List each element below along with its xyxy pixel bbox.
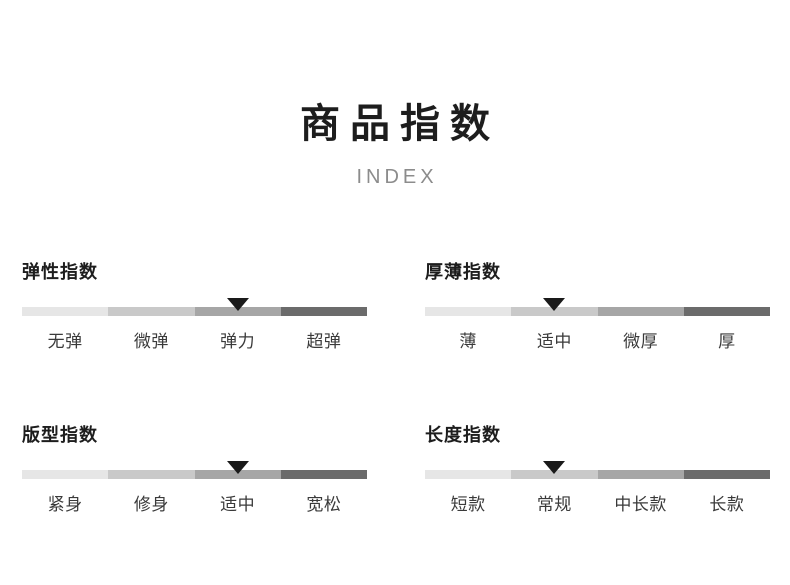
index-label: 修身 bbox=[133, 495, 169, 514]
index-title: 版型指数 bbox=[22, 425, 98, 445]
index-labels: 紧身 修身 适中 宽松 bbox=[22, 490, 367, 515]
index-label: 无弹 bbox=[47, 332, 83, 351]
index-title: 厚薄指数 bbox=[425, 262, 501, 282]
bar-segment-3 bbox=[597, 307, 684, 316]
index-label: 微弹 bbox=[133, 332, 169, 351]
index-bar bbox=[22, 307, 367, 316]
index-block-elasticity: 弹性指数 无弹 微弹 弹力 超弹 bbox=[0, 258, 395, 352]
bar-segment-1 bbox=[425, 307, 512, 316]
bar-segment-3 bbox=[194, 307, 281, 316]
index-grid: 弹性指数 无弹 微弹 弹力 超弹 bbox=[0, 258, 790, 515]
index-label: 中长款 bbox=[614, 495, 667, 514]
index-row-2: 版型指数 紧身 修身 适中 宽松 bbox=[0, 421, 790, 515]
bar-segment-3 bbox=[597, 470, 684, 479]
index-block-thickness: 厚薄指数 薄 适中 微厚 厚 bbox=[395, 258, 790, 352]
bar-segment-4 bbox=[280, 307, 367, 316]
bar-segment-1 bbox=[425, 470, 512, 479]
index-title: 弹性指数 bbox=[22, 262, 98, 282]
index-block-length: 长度指数 短款 常规 中长款 长款 bbox=[395, 421, 790, 515]
index-label: 宽松 bbox=[306, 495, 342, 514]
index-label: 适中 bbox=[536, 332, 572, 351]
bar-segment-2 bbox=[108, 307, 195, 316]
index-marker-triangle-icon bbox=[226, 298, 249, 311]
index-labels: 薄 适中 微厚 厚 bbox=[425, 327, 770, 352]
index-meter: 薄 适中 微厚 厚 bbox=[425, 298, 770, 352]
index-row-1: 弹性指数 无弹 微弹 弹力 超弹 bbox=[0, 258, 790, 352]
bar-segment-2 bbox=[511, 307, 598, 316]
index-bar bbox=[425, 470, 770, 479]
page-title: 商品指数 bbox=[300, 102, 500, 146]
bar-segment-1 bbox=[22, 470, 109, 479]
index-label: 微厚 bbox=[623, 332, 659, 351]
index-label: 超弹 bbox=[306, 332, 342, 351]
index-meter: 短款 常规 中长款 长款 bbox=[425, 461, 770, 515]
index-marker-triangle-icon bbox=[543, 298, 566, 311]
index-label: 适中 bbox=[220, 495, 256, 514]
index-block-fit: 版型指数 紧身 修身 适中 宽松 bbox=[0, 421, 395, 515]
index-meter: 紧身 修身 适中 宽松 bbox=[22, 461, 367, 515]
bar-segment-2 bbox=[511, 470, 598, 479]
index-title: 长度指数 bbox=[425, 425, 501, 445]
index-marker-triangle-icon bbox=[543, 461, 566, 474]
bar-segment-4 bbox=[280, 470, 367, 479]
index-labels: 短款 常规 中长款 长款 bbox=[425, 490, 770, 515]
bar-segment-4 bbox=[683, 470, 770, 479]
index-label: 弹力 bbox=[220, 332, 256, 351]
index-marker-triangle-icon bbox=[226, 461, 249, 474]
index-meter: 无弹 微弹 弹力 超弹 bbox=[22, 298, 367, 352]
index-labels: 无弹 微弹 弹力 超弹 bbox=[22, 327, 367, 352]
index-label: 常规 bbox=[536, 495, 572, 514]
page-subtitle: INDEX bbox=[356, 166, 438, 188]
bar-segment-2 bbox=[108, 470, 195, 479]
index-bar bbox=[425, 307, 770, 316]
bar-segment-3 bbox=[194, 470, 281, 479]
index-label: 紧身 bbox=[47, 495, 83, 514]
index-label: 长款 bbox=[709, 495, 745, 514]
page-header: 商品指数 INDEX bbox=[0, 0, 790, 189]
bar-segment-4 bbox=[683, 307, 770, 316]
index-label: 短款 bbox=[450, 495, 486, 514]
bar-segment-1 bbox=[22, 307, 109, 316]
index-label: 厚 bbox=[718, 332, 736, 351]
index-bar bbox=[22, 470, 367, 479]
index-label: 薄 bbox=[459, 332, 477, 351]
